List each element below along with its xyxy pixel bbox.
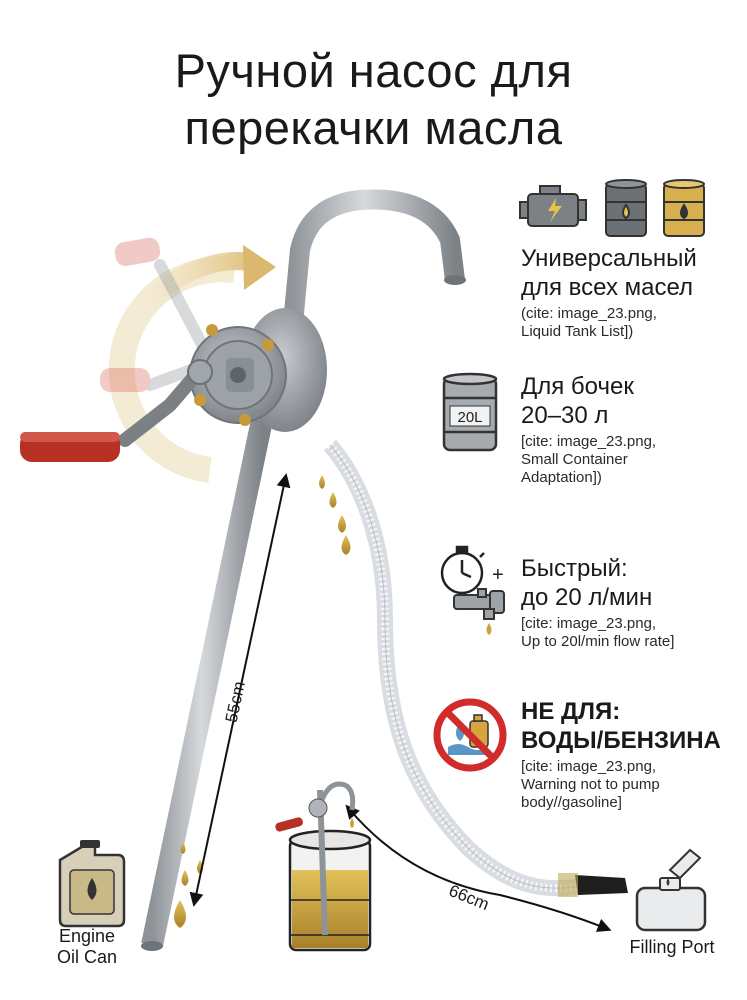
feature-cite-line: Up to 20l/min flow rate] bbox=[521, 633, 675, 650]
feature-cite-line: body//gasoline] bbox=[521, 794, 622, 811]
feature-fast: Быстрый: до 20 л/мин [cite: image_23.png… bbox=[521, 554, 674, 651]
engine-oil-can-label-line: Oil Can bbox=[56, 947, 118, 967]
feature-warning: НЕ ДЛЯ: ВОДЫ/БЕНЗИНА [cite: image_23.png… bbox=[521, 697, 721, 812]
feature-heading-line: до 20 л/мин bbox=[521, 584, 653, 611]
feature-cite-line: [cite: image_23.png, bbox=[521, 433, 657, 450]
feature-heading-line: ВОДЫ/БЕНЗИНА bbox=[521, 727, 721, 754]
feature-cite-line: Warning not to pump bbox=[521, 776, 660, 793]
feature-universal: Универсальный для всех масел (cite: imag… bbox=[521, 244, 697, 341]
feature-cite-line: Small Container bbox=[521, 451, 628, 468]
feature-cite-line: [cite: image_23.png, bbox=[521, 615, 657, 632]
barrel-20l-icon: 20L bbox=[442, 372, 498, 452]
barrel-with-pump-icon bbox=[275, 781, 372, 952]
pump-body bbox=[189, 308, 327, 432]
feature-heading-line: Быстрый: bbox=[521, 555, 628, 582]
barrel-capacity-label: 20L bbox=[457, 409, 482, 426]
feature-cite-line: Liquid Tank List]) bbox=[521, 323, 634, 340]
stopwatch-faucet-icon: + bbox=[440, 545, 505, 635]
feature-cite-line: Adaptation]) bbox=[521, 469, 602, 486]
engine-oil-can-label: Engine Oil Can bbox=[42, 926, 132, 968]
feature-heading-line: Универсальный bbox=[521, 245, 697, 272]
feature-heading-line: для всех масел bbox=[521, 274, 694, 301]
prohibited-water-gasoline-icon bbox=[433, 698, 507, 772]
feature-heading-line: Для бочек bbox=[521, 373, 634, 400]
filling-port-label: Filling Port bbox=[629, 937, 715, 957]
feature-cite-line: (cite: image_23.png, bbox=[521, 305, 657, 322]
title-line-1: Ручной насос для bbox=[174, 44, 573, 97]
page-title: Ручной насос для перекачки масла bbox=[0, 42, 747, 156]
svg-text:+: + bbox=[492, 564, 504, 586]
engine-oil-can-icon bbox=[58, 840, 126, 928]
feature-barrels: Для бочек 20–30 л [cite: image_23.png, S… bbox=[521, 372, 656, 487]
filling-port-icon bbox=[635, 848, 707, 932]
title-line-2: перекачки масла bbox=[184, 101, 563, 154]
feature-heading-line: 20–30 л bbox=[521, 402, 609, 429]
engine-oil-can-label-line: Engine bbox=[58, 926, 116, 946]
feature-heading-line: НЕ ДЛЯ: bbox=[521, 698, 621, 725]
engine-and-barrels-icon bbox=[519, 179, 705, 237]
crank-handle bbox=[20, 359, 213, 462]
feature-cite-line: [cite: image_23.png, bbox=[521, 758, 657, 775]
rotation-arrow bbox=[108, 245, 276, 483]
